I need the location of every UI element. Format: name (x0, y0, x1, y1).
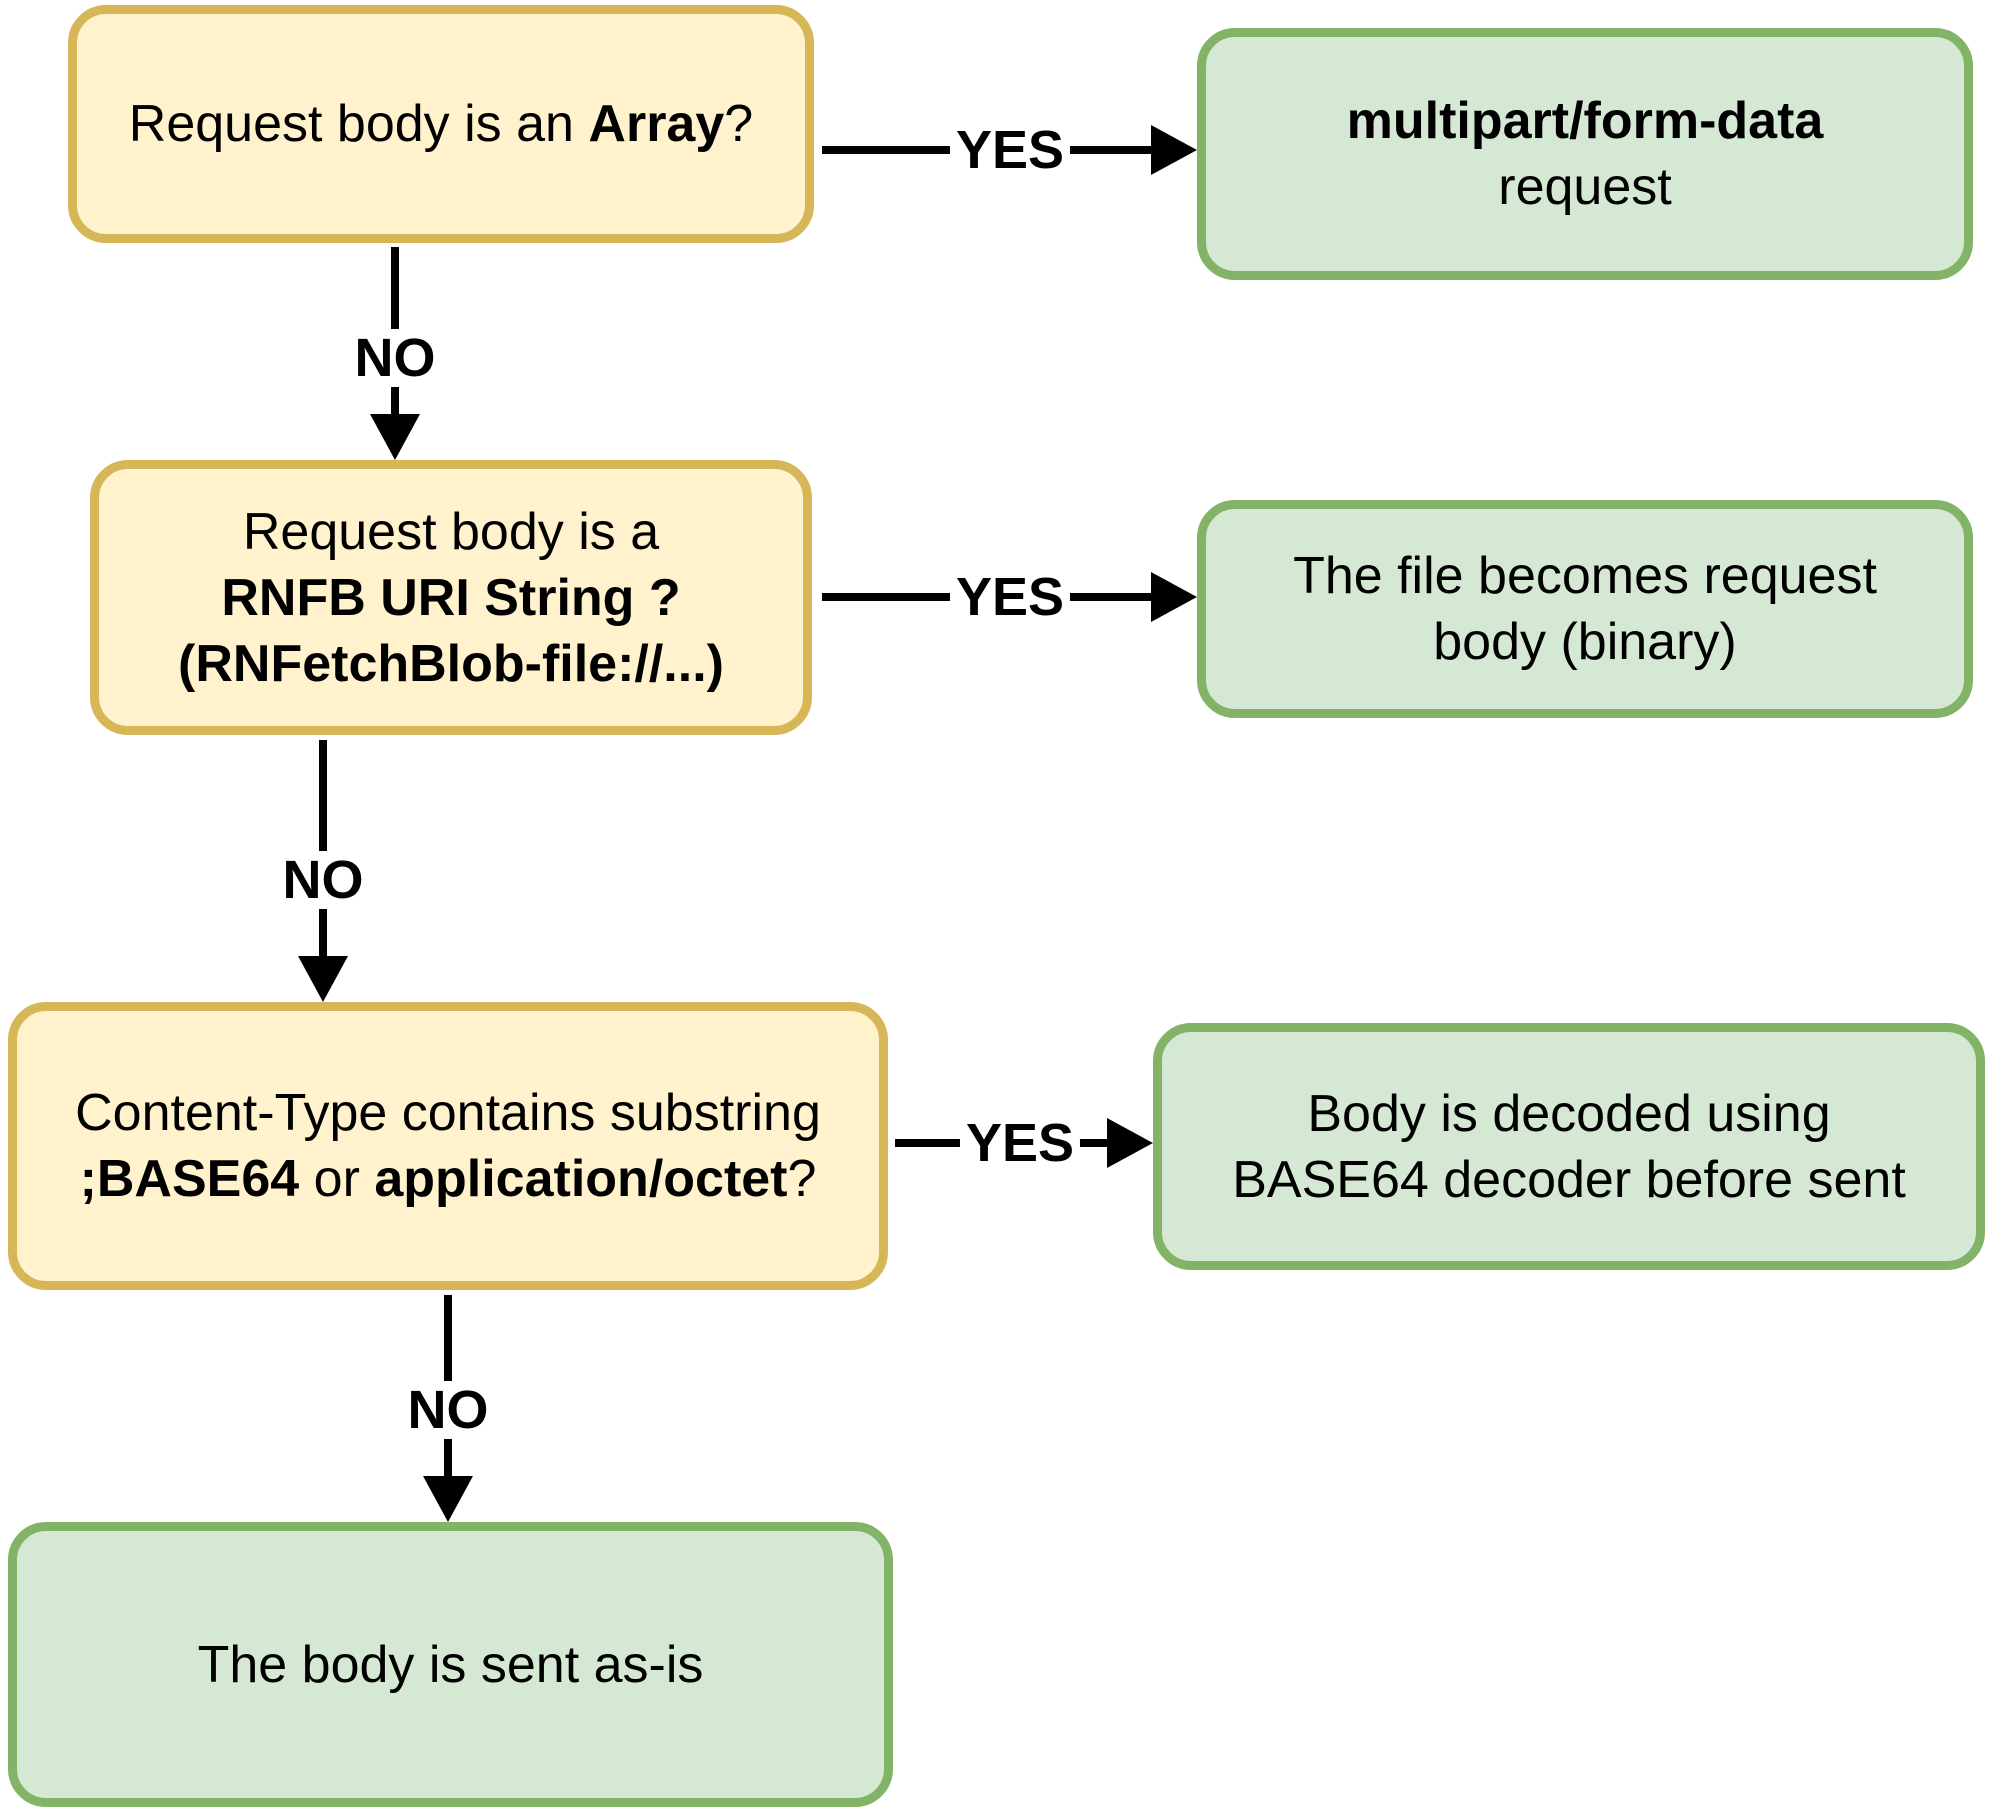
arrowhead-down-icon (423, 1476, 473, 1522)
edge-label-yes-2: YES (949, 568, 1071, 626)
text-segment: multipart/form-data (1346, 92, 1824, 150)
text-segment: ;BASE64 (79, 1150, 300, 1208)
edge-label-no-3: NO (401, 1381, 495, 1439)
text-segment: (RNFetchBlob-file://...) (178, 634, 724, 693)
text-segment: Array (588, 95, 725, 153)
node-text-line: Content-Type contains substring (75, 1080, 821, 1146)
text-segment: The body is sent as-is (197, 1635, 704, 1694)
text-segment: The file becomes request (1293, 547, 1877, 605)
node-text-line: Body is decoded using (1307, 1081, 1830, 1147)
arrowhead-right-icon (1107, 1118, 1153, 1168)
text-segment: Request body is an (128, 95, 589, 153)
arrowhead-right-icon (1151, 125, 1197, 175)
arrowhead-down-icon (370, 414, 420, 460)
text-segment: BASE64 decoder before sent (1232, 1150, 1906, 1209)
connector-line (319, 740, 327, 958)
text-segment: Body is decoded using (1307, 1084, 1831, 1143)
text-segment: Content-Type contains substring (75, 1084, 821, 1142)
arrowhead-right-icon (1151, 572, 1197, 622)
text-segment: request (1498, 158, 1672, 216)
text-segment: ? (724, 95, 754, 153)
node-text-line: ;BASE64 or application/octet? (80, 1146, 817, 1212)
node-text-line: multipart/form-data (1347, 88, 1824, 154)
text-segment: ? (787, 1150, 817, 1208)
node-text-line: Request body is a (243, 499, 659, 565)
node-text-line: Request body is an Array? (129, 91, 753, 157)
text-segment: Request body is a (242, 502, 660, 561)
node-text-line: The file becomes request (1293, 543, 1877, 609)
node-text-line: BASE64 decoder before sent (1232, 1147, 1906, 1213)
node-text-line: body (binary) (1433, 609, 1736, 675)
edge-label-no-1: NO (348, 329, 442, 387)
edge-label-yes-3: YES (959, 1114, 1081, 1172)
text-segment: body (binary) (1433, 613, 1737, 671)
node-result-multipart: multipart/form-data request (1197, 28, 1973, 280)
edge-label-yes-1: YES (949, 121, 1071, 179)
node-question-rnfb-uri: Request body is a RNFB URI String ? (RNF… (90, 460, 812, 735)
node-text-line: RNFB URI String ? (221, 565, 680, 631)
arrowhead-down-icon (298, 956, 348, 1002)
node-result-sent-as-is: The body is sent as-is (8, 1522, 893, 1807)
text-segment: application/octet (374, 1150, 788, 1208)
node-text-line: request (1498, 154, 1671, 220)
node-text-line: (RNFetchBlob-file://...) (178, 631, 724, 697)
node-question-array: Request body is an Array? (68, 5, 814, 243)
edge-label-no-2: NO (276, 851, 370, 909)
node-question-content-type: Content-Type contains substring ;BASE64 … (8, 1002, 888, 1290)
node-result-base64-decoded: Body is decoded using BASE64 decoder bef… (1153, 1023, 1985, 1270)
node-text-line: The body is sent as-is (198, 1632, 704, 1698)
text-segment: or (299, 1150, 375, 1208)
node-result-file-body: The file becomes request body (binary) (1197, 500, 1973, 718)
text-segment: RNFB URI String ? (221, 568, 681, 627)
